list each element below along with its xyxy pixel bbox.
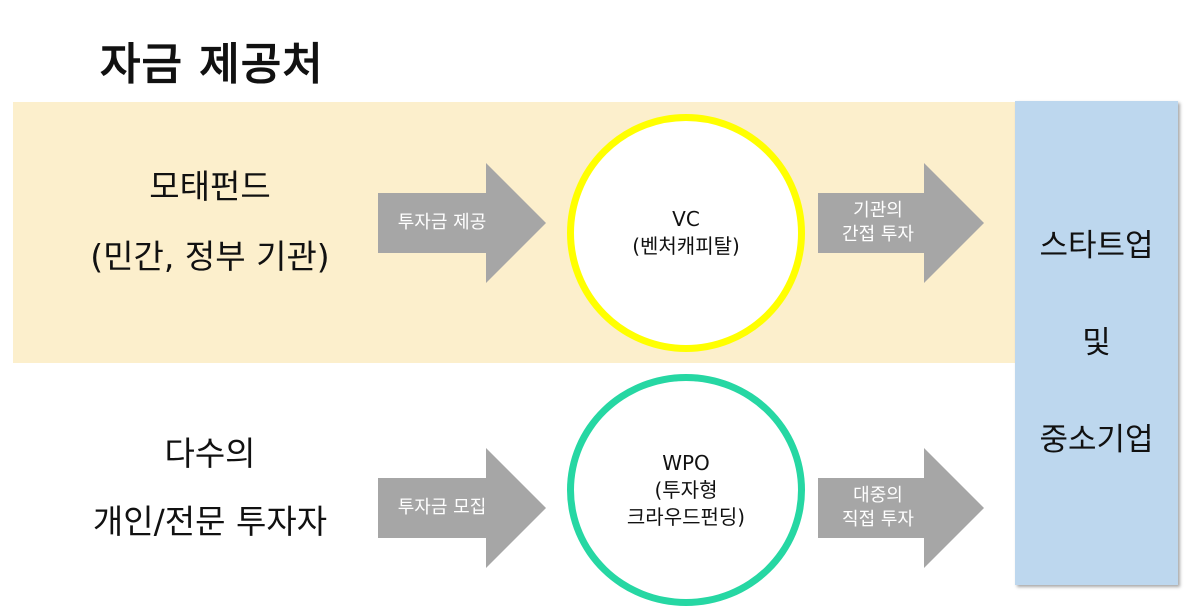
arrow-bottom-right-shape [818, 448, 984, 568]
arrow-bottom-left-label: 투자금 모집 [397, 497, 487, 518]
arrow-bottom-left-shape [378, 448, 546, 568]
arrow-top-right-label-2: 간접 투자 [842, 224, 914, 245]
wpo-circle: WPO (투자형 크라우드펀딩) [567, 374, 805, 606]
vc-label: VC [672, 207, 700, 231]
target-line-2: 및 [1082, 324, 1111, 361]
arrow-bottom-right: 대중의 직접 투자 [818, 448, 988, 568]
source-top: 모태펀드 (민간, 정부 기관) [60, 170, 360, 273]
arrow-top-left: 투자금 제공 [378, 163, 548, 283]
diagram-title: 자금 제공처 [100, 39, 324, 90]
source-bottom-line-1: 다수의 [164, 434, 256, 473]
source-bottom: 다수의 개인/전문 투자자 [60, 437, 360, 538]
arrow-top-right-label-1: 기관의 [853, 200, 903, 221]
wpo-sublabel-2: 크라우드펀딩) [626, 504, 746, 529]
arrow-top-right-shape [818, 163, 984, 283]
vc-sublabel: (벤처캐피탈) [632, 234, 740, 258]
arrow-top-left-label: 투자금 제공 [397, 212, 487, 233]
source-bottom-line-2: 개인/전문 투자자 [92, 502, 328, 541]
target-box: 스타트업 및 중소기업 [1015, 101, 1178, 585]
wpo-label: WPO [662, 450, 710, 475]
arrow-bottom-left: 투자금 모집 [378, 448, 548, 568]
arrow-bottom-right-label-2: 직접 투자 [842, 509, 914, 530]
arrow-top-left-shape [378, 163, 546, 283]
target-line-1: 스타트업 [1039, 227, 1154, 264]
source-top-line-1: 모태펀드 [149, 167, 271, 206]
wpo-sublabel-1: (투자형 [654, 477, 718, 502]
arrow-bottom-right-label-1: 대중의 [853, 485, 903, 506]
vc-circle: VC (벤처캐피탈) [567, 114, 805, 352]
source-top-line-2: (민간, 정부 기관) [90, 237, 330, 276]
arrow-top-right: 기관의 간접 투자 [818, 163, 988, 283]
target-line-3: 중소기업 [1039, 421, 1154, 458]
